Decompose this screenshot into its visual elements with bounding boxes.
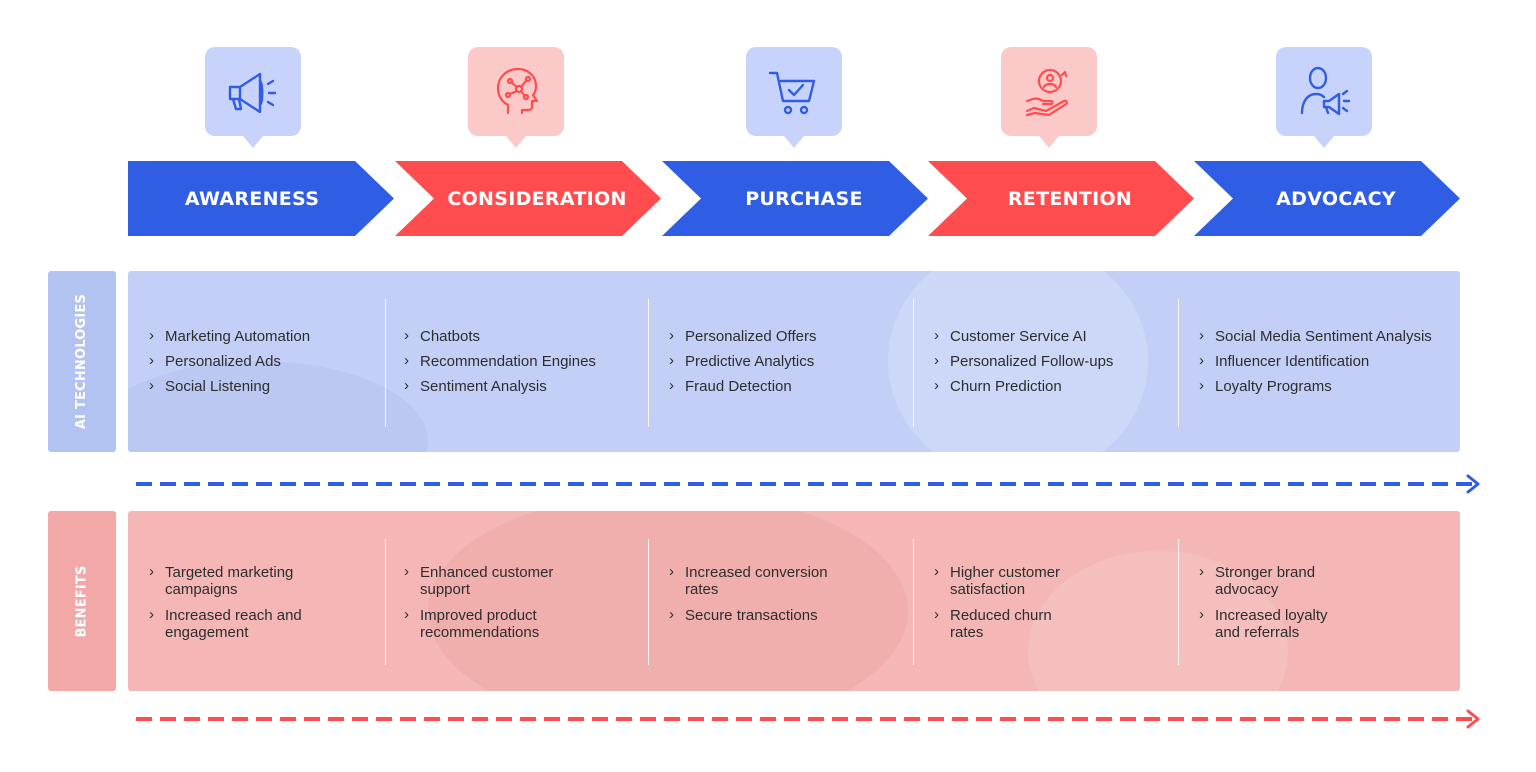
ai-technologies-row-label: AI TECHNOLOGIES — [48, 271, 116, 452]
column-divider — [913, 299, 914, 427]
benefits-row-label: BENEFITS — [48, 511, 116, 691]
column-divider — [913, 539, 914, 665]
stage-consideration: CONSIDERATION — [395, 161, 661, 236]
list-item: Churn Prediction — [934, 377, 1113, 395]
stage-awareness: AWARENESS — [128, 161, 394, 236]
column-divider — [648, 539, 649, 665]
stage-retention: RETENTION — [928, 161, 1194, 236]
list-item: Personalized Follow-ups — [934, 352, 1113, 370]
ai-tech-column-consideration: Chatbots Recommendation Engines Sentimen… — [404, 327, 596, 403]
list-item: Fraud Detection — [669, 377, 816, 395]
list-item: Marketing Automation — [149, 327, 310, 345]
list-item: Predictive Analytics — [669, 352, 816, 370]
retention-icon-tile — [1001, 47, 1097, 148]
red-flow-arrow — [136, 709, 1480, 729]
ai-tech-column-advocacy: Social Media Sentiment Analysis Influenc… — [1199, 327, 1432, 403]
stage-label: AWARENESS — [184, 187, 320, 210]
shopping-cart-check-icon — [768, 71, 816, 115]
column-divider — [1178, 299, 1179, 427]
stage-label: CONSIDERATION — [447, 187, 627, 210]
ai-tech-column-retention: Customer Service AI Personalized Follow-… — [934, 327, 1113, 403]
list-item: Social Listening — [149, 377, 310, 395]
list-item: Loyalty Programs — [1199, 377, 1432, 395]
list-item: Chatbots — [404, 327, 596, 345]
ai-technologies-panel: Marketing Automation Personalized Ads So… — [128, 271, 1460, 452]
advocacy-icon-tile — [1276, 47, 1372, 148]
list-item: Social Media Sentiment Analysis — [1199, 327, 1432, 345]
customer-care-hand-icon — [1025, 68, 1068, 117]
megaphone-icon — [228, 72, 277, 114]
awareness-icon-tile — [205, 47, 301, 148]
brain-network-icon — [496, 67, 539, 115]
person-megaphone-icon — [1300, 66, 1351, 116]
column-divider — [648, 299, 649, 427]
list-item: Recommendation Engines — [404, 352, 596, 370]
list-item: Personalized Offers — [669, 327, 816, 345]
background-photo-overlay — [428, 511, 908, 691]
stage-label: ADVOCACY — [1276, 187, 1396, 210]
list-item: Customer Service AI — [934, 327, 1113, 345]
consideration-icon-tile — [468, 47, 564, 148]
column-divider — [385, 539, 386, 665]
list-item: Personalized Ads — [149, 352, 310, 370]
column-divider — [385, 299, 386, 427]
column-divider — [1178, 539, 1179, 665]
purchase-icon-tile — [746, 47, 842, 148]
list-item: Sentiment Analysis — [404, 377, 596, 395]
blue-flow-arrow — [136, 474, 1480, 494]
stage-label: RETENTION — [1007, 187, 1133, 210]
row-label-text: AI TECHNOLOGIES — [74, 293, 90, 430]
ai-tech-column-purchase: Personalized Offers Predictive Analytics… — [669, 327, 816, 403]
ai-tech-column-awareness: Marketing Automation Personalized Ads So… — [149, 327, 310, 403]
stage-purchase: PURCHASE — [662, 161, 928, 236]
list-item: Influencer Identification — [1199, 352, 1432, 370]
row-label-text: BENEFITS — [74, 564, 90, 638]
stage-label: PURCHASE — [745, 187, 863, 210]
stage-advocacy: ADVOCACY — [1194, 161, 1460, 236]
list-item: Secure transactions — [669, 606, 828, 624]
